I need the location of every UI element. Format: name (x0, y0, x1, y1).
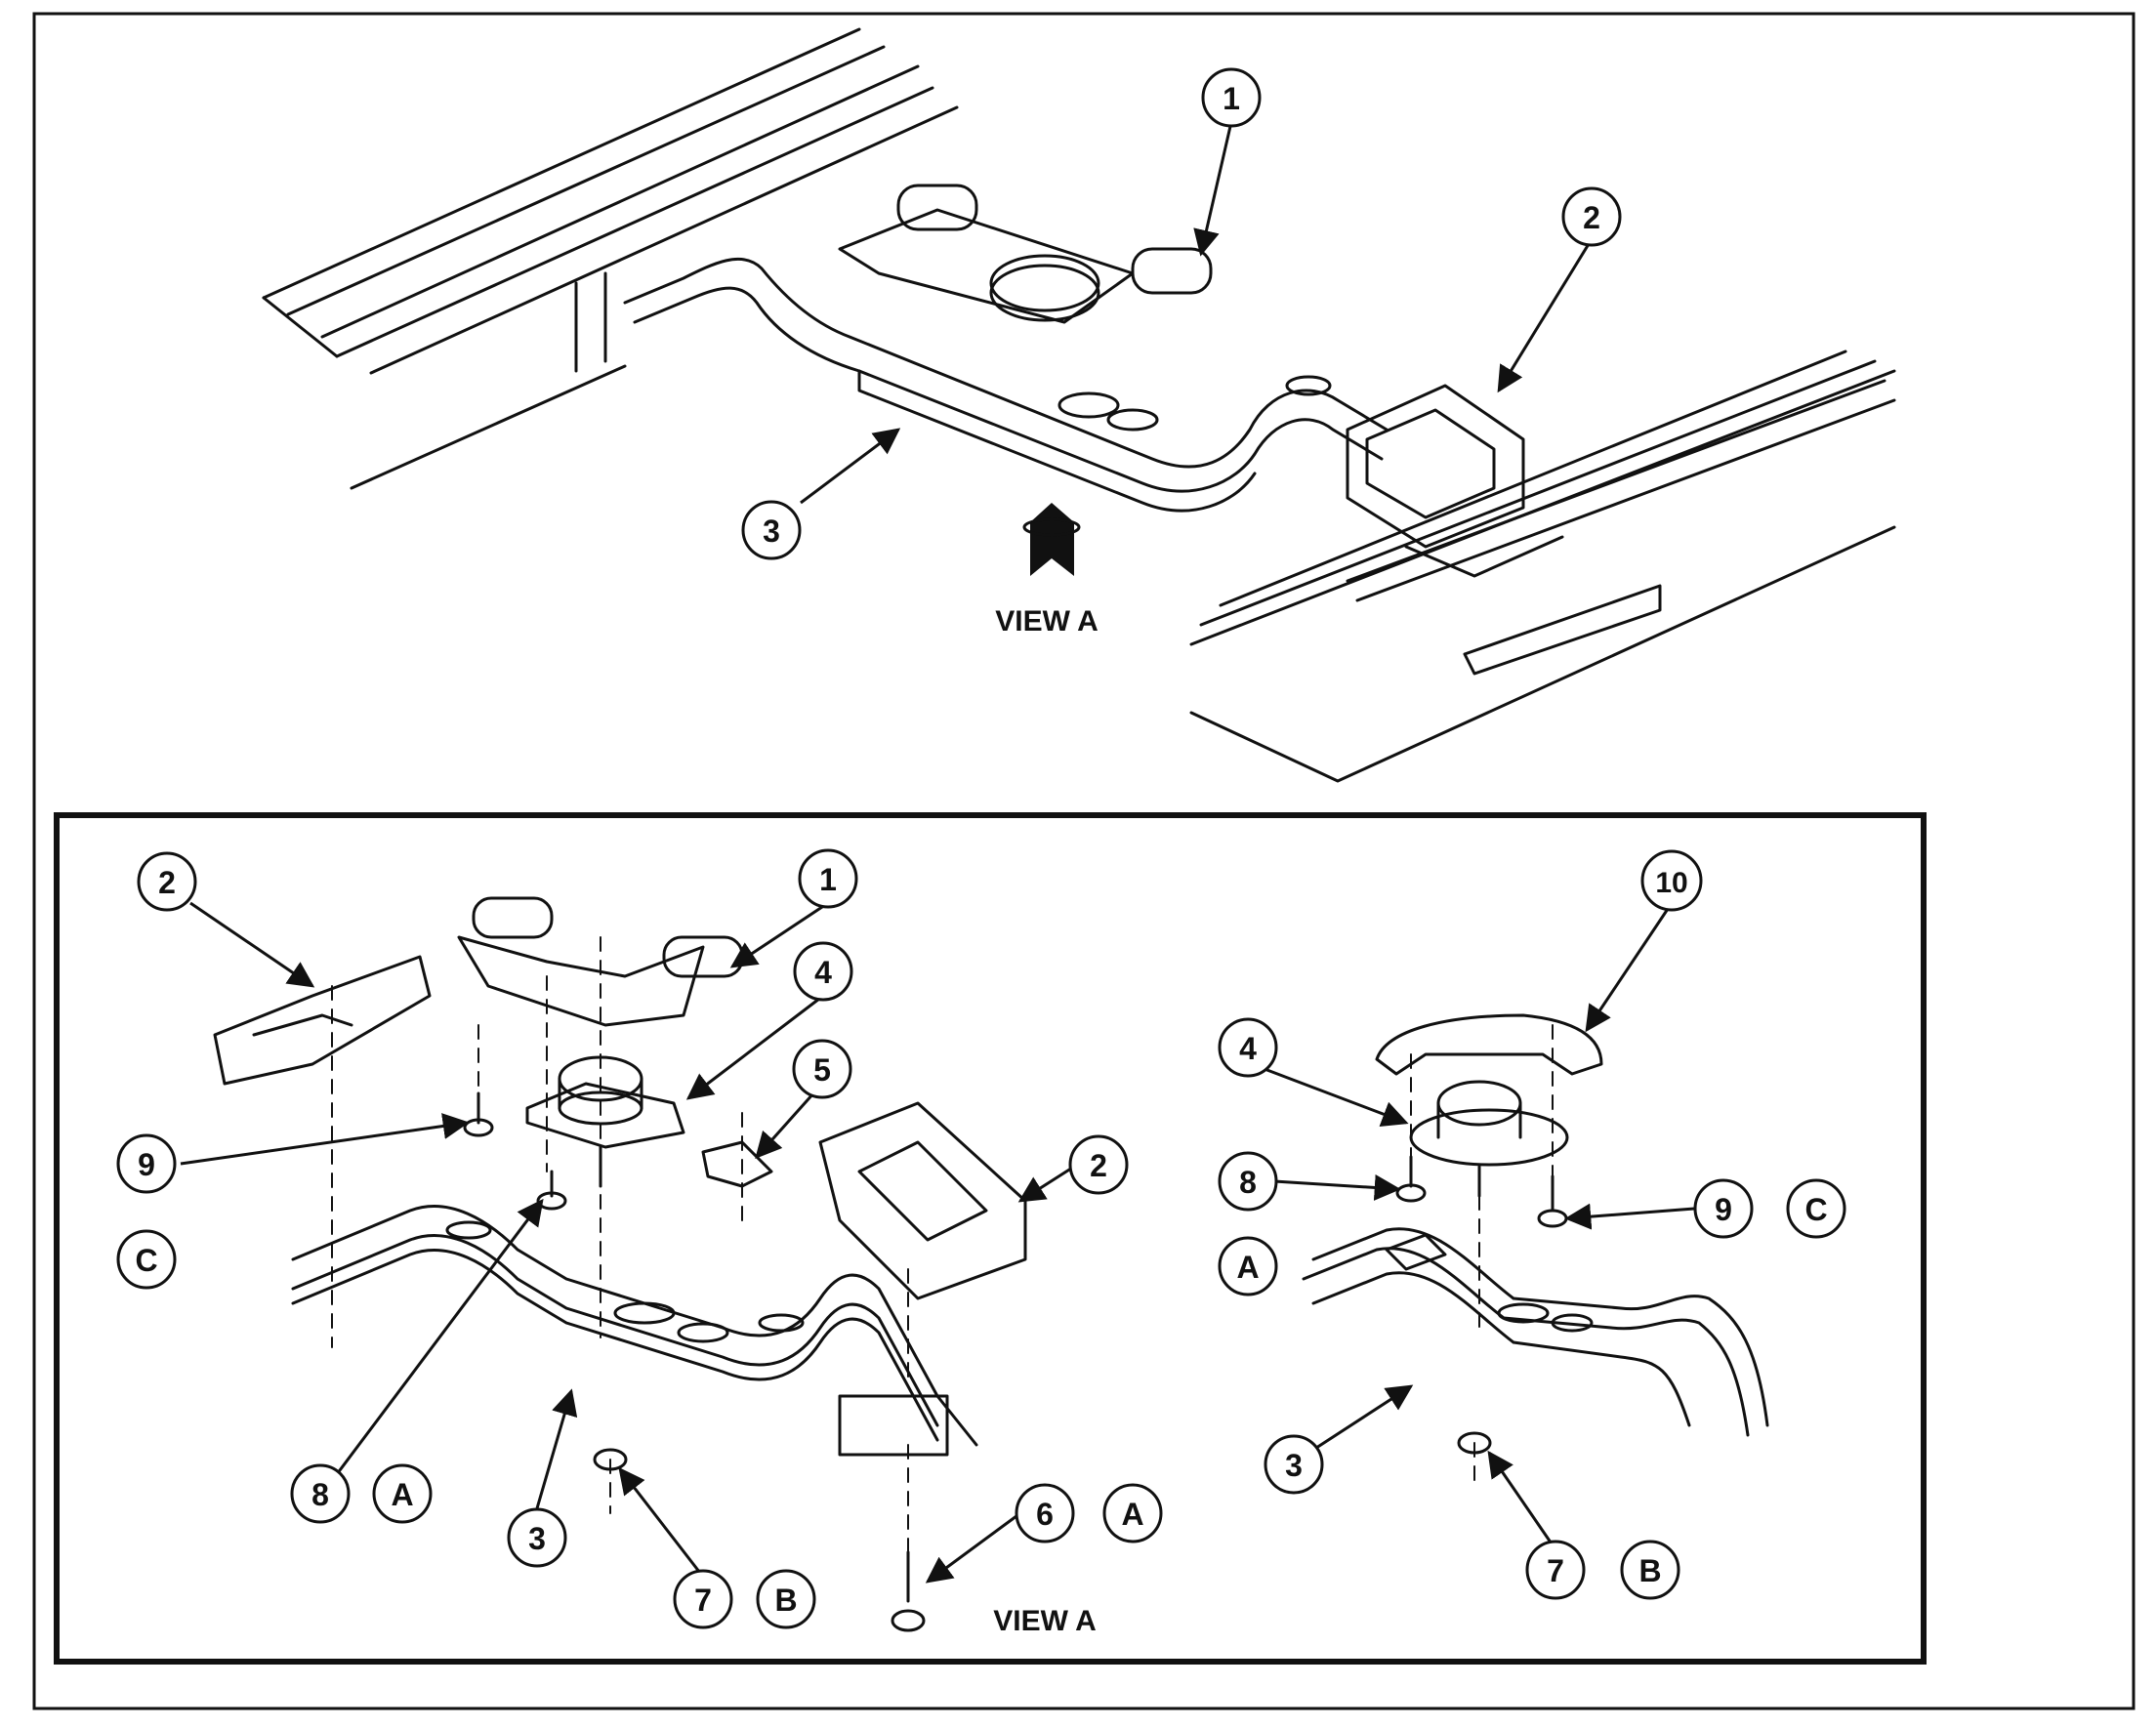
inset-frame (54, 812, 1927, 1665)
svg-text:C: C (1804, 1192, 1827, 1227)
right-callout-8: 8 (1218, 1151, 1278, 1212)
right-leaders (1264, 902, 1695, 1553)
svg-text:8: 8 (311, 1477, 329, 1512)
svg-text:1: 1 (1223, 81, 1240, 116)
svg-text:5: 5 (813, 1052, 831, 1088)
svg-text:7: 7 (694, 1583, 712, 1618)
svg-text:4: 4 (814, 955, 832, 990)
left-letter-a2: A (1102, 1483, 1163, 1543)
svg-text:3: 3 (528, 1521, 546, 1556)
right-callout-9: 9 (1693, 1178, 1754, 1239)
top-view-label: VIEW A (995, 605, 1099, 638)
svg-text:9: 9 (138, 1147, 155, 1182)
frame-bracket (1346, 384, 1564, 578)
left-callout-2b: 2 (1068, 1134, 1129, 1195)
inset-view-label: VIEW A (993, 1605, 1097, 1637)
svg-text:8: 8 (1239, 1165, 1257, 1200)
right-callout-7: 7 (1525, 1540, 1586, 1600)
left-letter-c: C (116, 1229, 177, 1290)
left-callout-3: 3 (507, 1507, 567, 1568)
right-callout-3: 3 (1264, 1434, 1324, 1495)
transmission-mount (838, 184, 1213, 324)
svg-text:7: 7 (1547, 1553, 1564, 1588)
right-frame-rail (1189, 350, 1896, 783)
left-frame-rail (262, 27, 959, 490)
crossmember (623, 258, 1389, 513)
outer-frame (32, 12, 2135, 1710)
svg-text:4: 4 (1239, 1031, 1257, 1066)
right-letter-a: A (1218, 1236, 1278, 1296)
svg-text:2: 2 (1090, 1148, 1107, 1183)
svg-text:2: 2 (158, 865, 176, 900)
svg-text:B: B (774, 1583, 797, 1618)
left-callout-5: 5 (792, 1039, 852, 1099)
svg-text:A: A (1236, 1250, 1259, 1285)
left-callout-4: 4 (793, 941, 853, 1002)
top-leaders (800, 121, 1594, 505)
svg-text:3: 3 (763, 514, 780, 549)
right-exploded-view (1302, 1013, 1769, 1485)
left-callout-6: 6 (1015, 1483, 1075, 1543)
left-callout-8: 8 (290, 1463, 351, 1524)
svg-text:C: C (135, 1243, 157, 1278)
svg-text:A: A (1121, 1497, 1143, 1532)
right-letter-b: B (1620, 1540, 1680, 1600)
left-letter-a1: A (372, 1463, 433, 1524)
left-callout-9: 9 (116, 1133, 177, 1194)
top-view (262, 27, 1896, 783)
svg-text:2: 2 (1583, 200, 1600, 235)
svg-text:B: B (1638, 1553, 1661, 1588)
left-exploded-view (213, 896, 1027, 1632)
right-letter-c: C (1786, 1178, 1846, 1239)
left-leaders (180, 901, 1078, 1584)
left-callout-7: 7 (673, 1569, 733, 1629)
svg-text:9: 9 (1715, 1192, 1732, 1227)
view-arrow-icon (1022, 503, 1081, 576)
svg-text:1: 1 (819, 862, 837, 897)
top-callout-1: 1 (1201, 67, 1262, 128)
svg-text:3: 3 (1285, 1448, 1303, 1483)
left-callout-2a: 2 (137, 851, 197, 912)
left-letter-b: B (756, 1569, 816, 1629)
right-callout-10: 10 (1640, 849, 1703, 912)
top-callout-2: 2 (1561, 186, 1622, 247)
svg-text:10: 10 (1655, 867, 1687, 899)
svg-text:6: 6 (1036, 1497, 1054, 1532)
right-callout-4: 4 (1218, 1017, 1278, 1078)
top-callout-3: 3 (741, 500, 802, 560)
left-callout-1: 1 (798, 848, 858, 909)
svg-text:A: A (391, 1477, 413, 1512)
